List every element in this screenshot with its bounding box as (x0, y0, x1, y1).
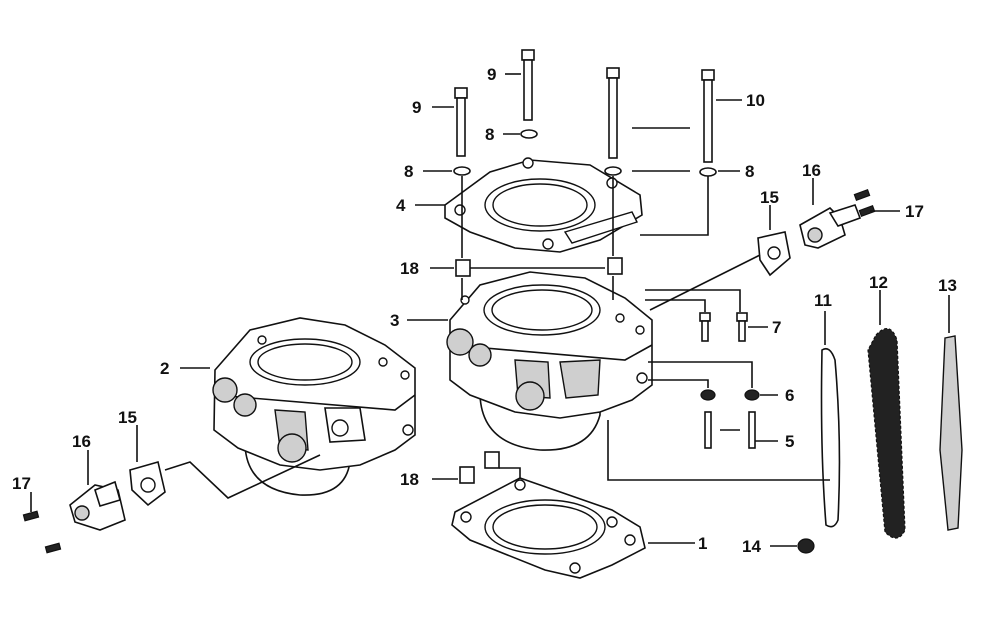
leader-lines (30, 73, 950, 547)
part-13-chain-tensioner-blade (939, 335, 963, 531)
callout-18-upper: 18 (400, 259, 419, 278)
part-10-bolt-right (701, 69, 715, 163)
callout-11: 11 (814, 291, 832, 310)
callout-15-right: 15 (760, 188, 779, 207)
part-18-dowels (455, 257, 623, 484)
callout-10: 10 (746, 91, 765, 110)
callout-9-left: 9 (412, 98, 421, 117)
callout-labels: 1 2 3 4 5 6 7 8 8 8 9 9 10 11 12 13 14 1… (12, 65, 957, 556)
part-1-base-gasket (451, 477, 646, 579)
part-bolt-center-right (606, 67, 620, 159)
callout-2: 2 (160, 359, 169, 378)
part-2-cylinder-block-left (212, 317, 416, 496)
callout-8-left: 8 (404, 162, 413, 181)
callout-4: 4 (396, 196, 406, 215)
part-12-cam-chain (867, 328, 906, 539)
part-17-bolts-left (22, 510, 62, 554)
callout-16-right: 16 (802, 161, 821, 180)
part-15-tensioner-gasket-left (129, 460, 166, 507)
part-9-bolt-left (454, 87, 468, 157)
callout-15-left: 15 (118, 408, 137, 427)
part-3-cylinder-block-right (446, 271, 653, 451)
part-16-tensioner-left (69, 480, 126, 531)
part-17-bolts-right (853, 189, 876, 217)
callout-12: 12 (869, 273, 888, 292)
callout-1: 1 (698, 534, 707, 553)
callout-17-right: 17 (905, 202, 924, 221)
part-4-head-gasket (444, 157, 643, 253)
part-5-studs (704, 411, 756, 449)
part-15-tensioner-gasket-right (757, 231, 791, 277)
part-16-tensioner-right (799, 204, 862, 249)
part-6-nuts (700, 389, 760, 401)
callout-9-center: 9 (487, 65, 496, 84)
callout-7: 7 (772, 318, 781, 337)
callout-16-left: 16 (72, 432, 91, 451)
part-11-chain-guide (820, 347, 841, 528)
callout-3: 3 (390, 311, 399, 330)
callout-18-lower: 18 (400, 470, 419, 489)
callout-13: 13 (938, 276, 957, 295)
callout-14: 14 (742, 537, 761, 556)
callout-8-right: 8 (745, 162, 754, 181)
callout-17-left: 17 (12, 474, 31, 493)
part-8-washers (453, 129, 717, 177)
part-9-bolt-center (521, 49, 535, 121)
callout-5: 5 (785, 432, 794, 451)
part-7-bolts (699, 312, 748, 342)
callout-8-center: 8 (485, 125, 494, 144)
part-14-bolt (797, 538, 815, 554)
callout-6: 6 (785, 386, 794, 405)
